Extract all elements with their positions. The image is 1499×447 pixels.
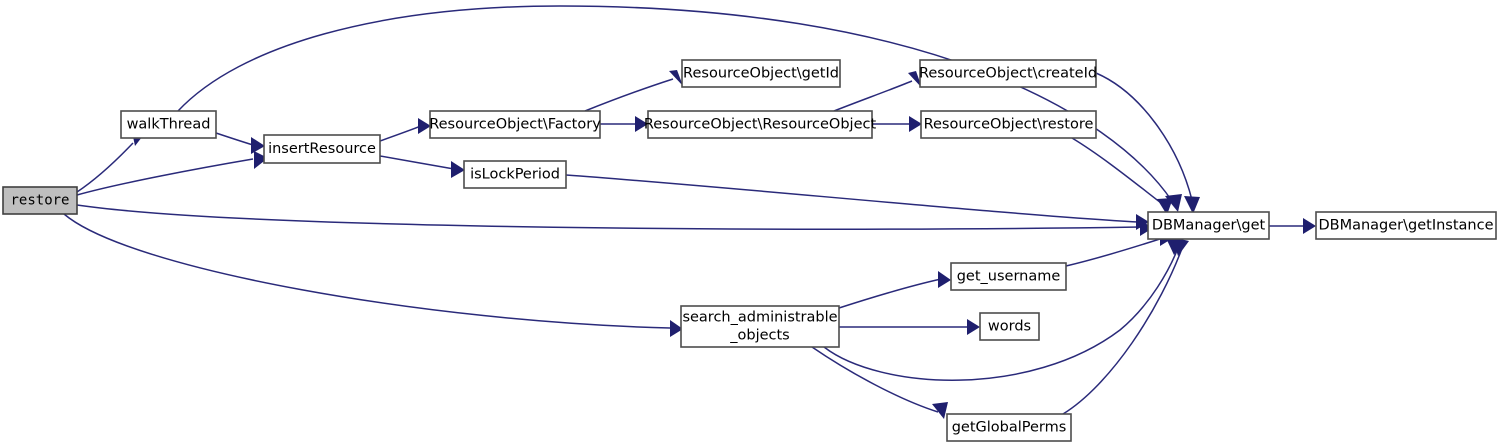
node-walkThread[interactable]: walkThread	[120, 110, 217, 139]
arrowhead-insertResource-to-factory	[418, 118, 431, 134]
node-getId[interactable]: ResourceObject\getId	[681, 59, 841, 88]
node-box-insertResource[interactable]	[263, 134, 381, 164]
node-box-getUsername[interactable]	[950, 262, 1067, 291]
arrowhead-searchAdmin-to-getUsername	[938, 271, 951, 288]
node-box-getGlobalPerms[interactable]	[946, 413, 1072, 442]
node-label-dbGetInstance: DBManager\getInstance	[1318, 218, 1493, 234]
edge-insertResource-to-isLockPeriod	[379, 155, 455, 170]
edge-roRestore-to-dbGet	[1071, 137, 1166, 207]
node-box-searchAdmin[interactable]	[680, 305, 840, 348]
node-dbGet[interactable]: DBManager\get	[1147, 211, 1270, 240]
edges-layer	[63, 5, 1306, 415]
arrowhead-searchAdmin-to-getGlobalPerms	[932, 402, 948, 419]
node-label-getUsername: get_username	[957, 269, 1061, 285]
node-label-getGlobalPerms: getGlobalPerms	[952, 420, 1067, 436]
arrowhead-searchAdmin-to-words	[967, 319, 980, 335]
node-label-getId: ResourceObject\getId	[683, 66, 839, 82]
node-words[interactable]: words	[979, 312, 1040, 341]
node-box-words[interactable]	[979, 312, 1040, 341]
node-searchAdmin[interactable]: search_administrable _objects	[680, 305, 840, 348]
node-roRestore[interactable]: ResourceObject\restore	[920, 110, 1097, 139]
edge-searchAdmin-to-getGlobalPerms	[811, 346, 939, 413]
edge-searchAdmin-to-getUsername	[838, 278, 942, 309]
node-box-createId[interactable]	[919, 59, 1097, 88]
arrowhead-isLockPeriod-to-dbGet	[1136, 214, 1149, 230]
arrowhead-createId-to-dbGet	[1184, 196, 1200, 214]
node-label-searchAdmin: search_administrable	[682, 310, 837, 326]
node-label-factory: ResourceObject\Factory	[429, 117, 601, 133]
arrowhead-restore-to-searchAdmin	[670, 320, 683, 337]
edge-restore-to-insertResource	[76, 158, 254, 196]
node-box-dbGetInstance[interactable]	[1315, 211, 1497, 240]
arrowhead-factory-to-resourceObject	[635, 116, 648, 132]
node-createId[interactable]: ResourceObject\createId	[919, 59, 1097, 88]
edge-insertResource-to-factory	[379, 125, 422, 142]
node-box-dbGet[interactable]	[1147, 211, 1270, 240]
node-resourceObject[interactable]: ResourceObject\ResourceObject	[644, 110, 877, 139]
edge-resourceObject-to-createId	[833, 80, 913, 112]
arrowhead-resourceObject-to-roRestore	[909, 116, 922, 132]
node-restore[interactable]: restore	[2, 186, 78, 215]
arrowhead-resourceObject-to-createId	[908, 71, 922, 88]
arrowhead-roRestore-to-dbGet	[1157, 198, 1173, 215]
node-label-createId: ResourceObject\createId	[919, 66, 1097, 82]
edge-isLockPeriod-to-dbGet	[565, 174, 1139, 223]
edge-restore-to-searchAdmin	[63, 213, 671, 329]
node-box-factory[interactable]	[429, 110, 601, 139]
node-label-searchAdmin: _objects	[729, 328, 790, 344]
node-label-insertResource: insertResource	[268, 141, 376, 157]
node-box-restore[interactable]	[2, 186, 78, 215]
node-getGlobalPerms[interactable]: getGlobalPerms	[946, 413, 1072, 442]
node-box-walkThread[interactable]	[120, 110, 217, 139]
edge-getUsername-to-dbGet	[1065, 237, 1164, 267]
node-label-isLockPeriod: isLockPeriod	[470, 167, 560, 183]
node-label-roRestore: ResourceObject\restore	[924, 117, 1094, 133]
node-label-words: words	[988, 319, 1031, 335]
arrowhead-restore-to-insertResource	[254, 151, 268, 169]
arrowhead-dbGet-to-dbGetInstance	[1303, 218, 1316, 234]
edge-walkThread-to-insertResource	[215, 132, 254, 146]
arrowhead-insertResource-to-isLockPeriod	[451, 161, 465, 178]
node-box-roRestore[interactable]	[920, 110, 1097, 139]
nodes-layer: restore walkThread insertResource ResourceO…	[2, 59, 1497, 442]
edge-searchAdmin-to-dbGet	[823, 242, 1181, 381]
edge-walkThread-to-dbGet	[177, 5, 1173, 202]
node-label-restore: restore	[10, 193, 69, 209]
arrowhead-getGlobalPerms-to-dbGet	[1172, 237, 1189, 256]
arrowhead-factory-to-getId	[669, 70, 683, 86]
arrowhead-walkThread-to-insertResource	[251, 137, 265, 154]
node-label-walkThread: walkThread	[127, 117, 211, 133]
node-label-dbGet: DBManager\get	[1152, 218, 1266, 234]
edge-restore-to-walkThread	[76, 142, 134, 193]
edge-restore-to-dbGet	[76, 204, 1141, 230]
node-getUsername[interactable]: get_username	[950, 262, 1067, 291]
node-box-getId[interactable]	[681, 59, 841, 88]
node-isLockPeriod[interactable]: isLockPeriod	[463, 160, 567, 189]
node-factory[interactable]: ResourceObject\Factory	[429, 110, 601, 139]
edge-createId-to-dbGet	[1095, 72, 1193, 201]
node-box-isLockPeriod[interactable]	[463, 160, 567, 189]
node-dbGetInstance[interactable]: DBManager\getInstance	[1315, 211, 1497, 240]
node-box-resourceObject[interactable]	[647, 110, 873, 139]
edge-factory-to-getId	[584, 78, 674, 112]
edge-getGlobalPerms-to-dbGet	[1062, 242, 1185, 415]
node-insertResource[interactable]: insertResource	[263, 134, 381, 164]
node-label-resourceObject: ResourceObject\ResourceObject	[644, 117, 877, 133]
